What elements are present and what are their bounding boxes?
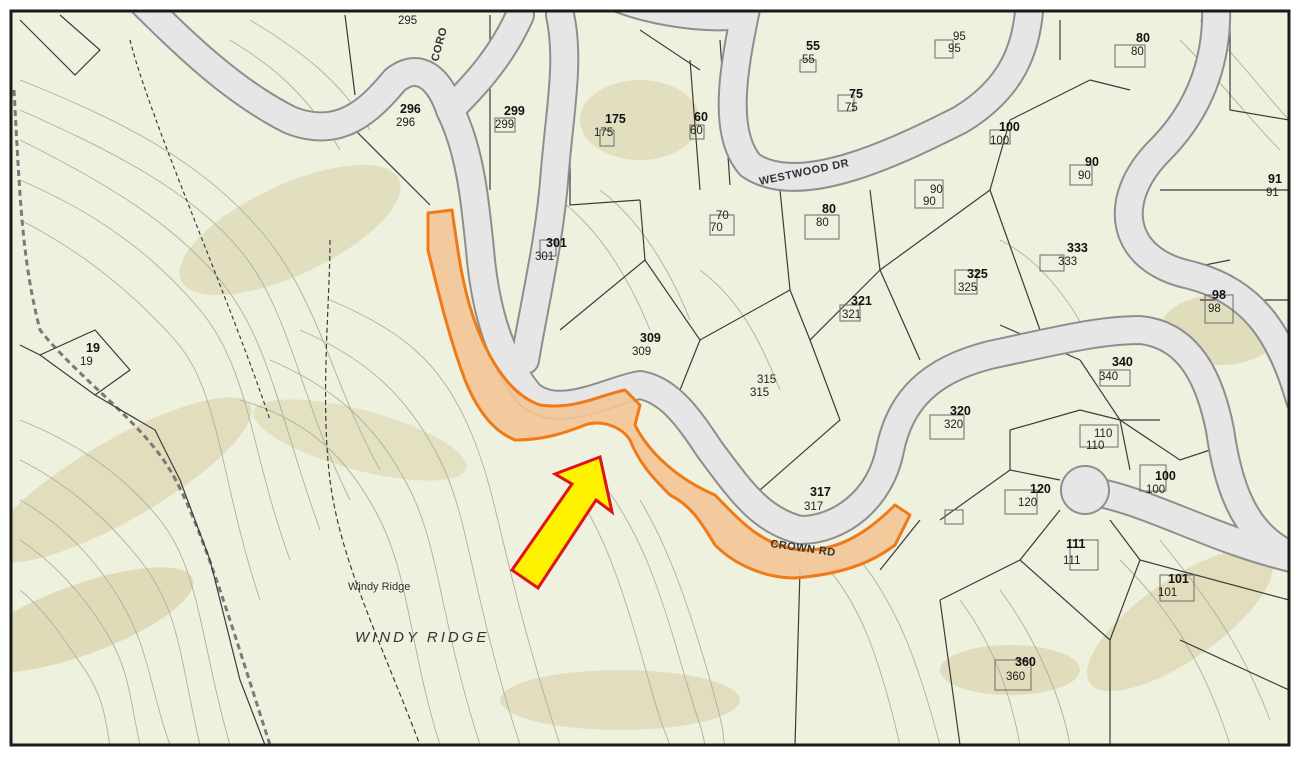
parcel-lines — [19, 14, 1289, 745]
svg-text:317: 317 — [804, 501, 823, 513]
svg-text:80: 80 — [816, 217, 829, 229]
svg-text:91: 91 — [1266, 187, 1279, 199]
svg-text:309: 309 — [640, 331, 661, 345]
area-label-windy-ridge: WINDY RIDGE — [355, 629, 489, 646]
svg-text:91: 91 — [1268, 172, 1282, 186]
svg-text:120: 120 — [1030, 482, 1051, 496]
svg-text:95: 95 — [948, 43, 961, 55]
svg-text:325: 325 — [967, 267, 988, 281]
svg-text:296: 296 — [400, 102, 421, 116]
cul-de-sac — [1060, 465, 1110, 515]
svg-text:75: 75 — [845, 102, 858, 114]
svg-text:296: 296 — [396, 117, 415, 129]
boundary-dashed-line — [12, 89, 272, 745]
svg-text:320: 320 — [950, 404, 971, 418]
svg-text:360: 360 — [1006, 671, 1025, 683]
svg-text:55: 55 — [806, 39, 820, 53]
svg-text:60: 60 — [690, 125, 703, 137]
building-footprints — [494, 39, 1234, 691]
svg-text:120: 120 — [1018, 497, 1037, 509]
svg-text:315: 315 — [750, 387, 769, 399]
svg-text:333: 333 — [1058, 256, 1077, 268]
svg-text:321: 321 — [851, 294, 872, 308]
svg-text:101: 101 — [1168, 572, 1189, 586]
svg-text:299: 299 — [504, 104, 525, 118]
svg-text:340: 340 — [1112, 355, 1133, 369]
svg-text:70: 70 — [710, 222, 723, 234]
svg-text:110: 110 — [1086, 440, 1104, 452]
svg-text:321: 321 — [842, 309, 861, 321]
svg-text:80: 80 — [1136, 31, 1150, 45]
svg-text:325: 325 — [958, 282, 977, 294]
svg-text:95: 95 — [953, 31, 966, 43]
svg-text:60: 60 — [694, 110, 708, 124]
svg-text:340: 340 — [1099, 371, 1118, 383]
svg-text:101: 101 — [1158, 587, 1177, 599]
svg-text:111: 111 — [1063, 555, 1080, 567]
svg-text:299: 299 — [495, 119, 514, 131]
svg-text:320: 320 — [944, 419, 963, 431]
svg-text:100: 100 — [990, 135, 1009, 147]
svg-text:100: 100 — [1146, 484, 1165, 496]
svg-text:19: 19 — [86, 341, 100, 355]
location-arrow-icon — [509, 454, 615, 591]
svg-text:301: 301 — [546, 236, 567, 250]
svg-text:90: 90 — [1078, 170, 1091, 182]
parcel-labels: 295 296 296 299 299 175 175 60 60 55 55 … — [80, 15, 1282, 683]
svg-text:110: 110 — [1094, 428, 1112, 440]
svg-text:360: 360 — [1015, 655, 1036, 669]
svg-text:175: 175 — [605, 112, 626, 126]
svg-text:111: 111 — [1066, 537, 1086, 551]
svg-text:315: 315 — [757, 374, 776, 386]
svg-text:19: 19 — [80, 356, 93, 368]
map-frame — [9, 9, 1291, 747]
svg-text:175: 175 — [594, 127, 613, 139]
svg-text:309: 309 — [632, 346, 651, 358]
svg-text:80: 80 — [822, 202, 836, 216]
svg-text:317: 317 — [810, 485, 831, 499]
svg-text:90: 90 — [930, 184, 943, 196]
highlighted-road-segment[interactable] — [426, 208, 912, 580]
svg-text:98: 98 — [1208, 303, 1221, 315]
svg-text:333: 333 — [1067, 241, 1088, 255]
svg-text:55: 55 — [802, 54, 815, 66]
svg-text:90: 90 — [1085, 155, 1099, 169]
svg-text:100: 100 — [999, 120, 1020, 134]
svg-text:295: 295 — [398, 15, 417, 27]
svg-text:98: 98 — [1212, 288, 1226, 302]
svg-text:75: 75 — [849, 87, 863, 101]
svg-text:70: 70 — [716, 210, 729, 222]
place-label-windy-ridge: Windy Ridge — [348, 581, 410, 593]
svg-text:90: 90 — [923, 196, 936, 208]
road-network — [129, 11, 1289, 573]
svg-text:80: 80 — [1131, 46, 1144, 58]
svg-text:301: 301 — [535, 251, 554, 263]
svg-text:100: 100 — [1155, 469, 1176, 483]
